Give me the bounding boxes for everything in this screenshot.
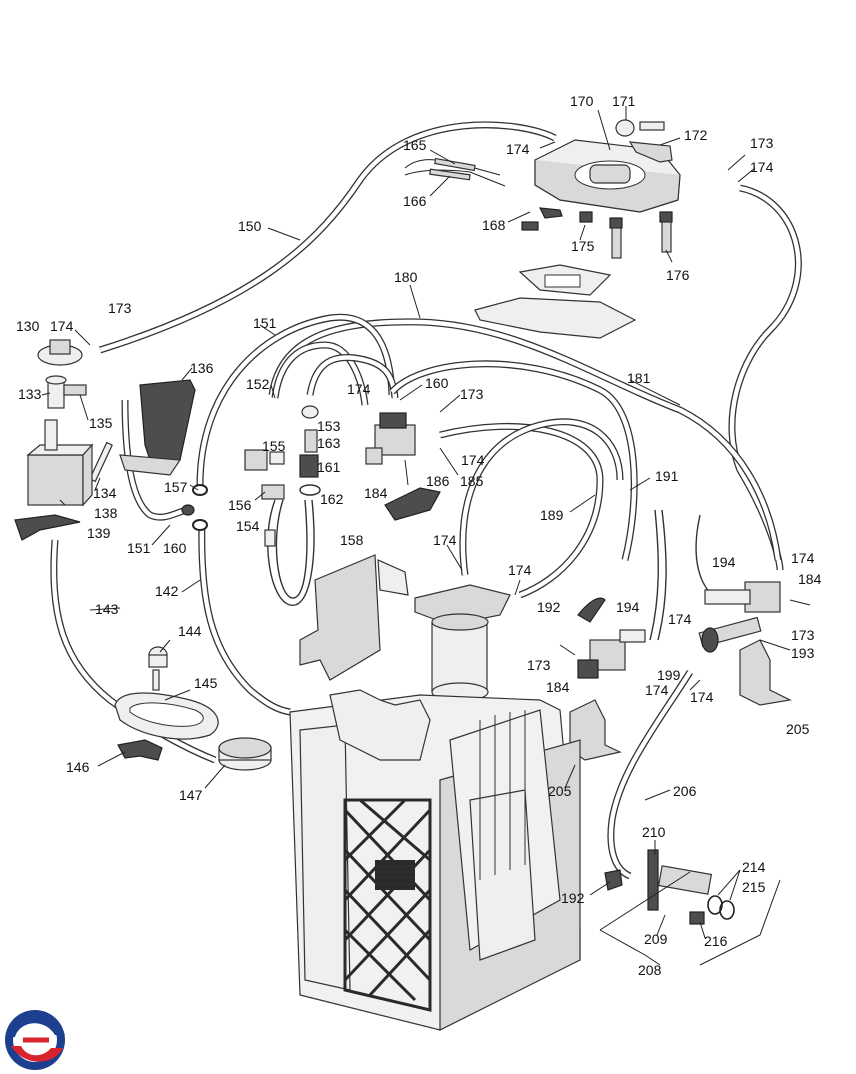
label-174: 174 <box>461 452 485 468</box>
label-174: 174 <box>506 141 530 157</box>
label-172: 172 <box>684 127 708 143</box>
label-135: 135 <box>89 415 113 431</box>
label-174: 174 <box>347 381 371 397</box>
label-158: 158 <box>340 532 364 548</box>
label-176: 176 <box>666 267 690 283</box>
label-208: 208 <box>638 962 662 978</box>
label-173: 173 <box>108 300 132 316</box>
label-166: 166 <box>403 193 427 209</box>
leader-lines <box>41 106 811 966</box>
label-185: 185 <box>460 473 484 489</box>
label-184: 184 <box>546 679 570 695</box>
label-209: 209 <box>644 931 668 947</box>
label-157: 157 <box>164 479 188 495</box>
label-180: 180 <box>394 269 418 285</box>
label-142: 142 <box>155 583 179 599</box>
label-174: 174 <box>690 689 714 705</box>
label-173: 173 <box>750 135 774 151</box>
label-214: 214 <box>742 859 766 875</box>
label-206: 206 <box>673 783 697 799</box>
label-173: 173 <box>527 657 551 673</box>
label-139: 139 <box>87 525 111 541</box>
label-216: 216 <box>704 933 728 949</box>
label-143: 143 <box>95 601 119 617</box>
label-130: 130 <box>16 318 40 334</box>
label-173: 173 <box>791 627 815 643</box>
label-192: 192 <box>561 890 585 906</box>
brand-logo <box>5 1010 65 1070</box>
parts <box>14 119 792 925</box>
label-160: 160 <box>163 540 187 556</box>
label-151: 151 <box>127 540 151 556</box>
label-186: 186 <box>426 473 450 489</box>
label-174: 174 <box>750 159 774 175</box>
label-184: 184 <box>798 571 822 587</box>
label-192: 192 <box>537 599 561 615</box>
heater-block-170 <box>534 139 681 213</box>
label-155: 155 <box>262 438 286 454</box>
label-136: 136 <box>190 360 214 376</box>
label-133: 133 <box>18 386 42 402</box>
label-161: 161 <box>317 459 341 475</box>
label-156: 156 <box>228 497 252 513</box>
label-174: 174 <box>668 611 692 627</box>
label-174: 174 <box>791 550 815 566</box>
label-154: 154 <box>236 518 260 534</box>
label-174: 174 <box>50 318 74 334</box>
label-193: 193 <box>791 645 815 661</box>
label-144: 144 <box>178 623 202 639</box>
label-134: 134 <box>93 485 117 501</box>
label-162: 162 <box>320 491 344 507</box>
label-189: 189 <box>540 507 564 523</box>
label-181: 181 <box>627 370 651 386</box>
label-152: 152 <box>246 376 270 392</box>
label-160: 160 <box>425 375 449 391</box>
label-150: 150 <box>238 218 262 234</box>
label-153: 153 <box>317 418 341 434</box>
label-205: 205 <box>548 783 572 799</box>
label-184: 184 <box>364 485 388 501</box>
label-215: 215 <box>742 879 766 895</box>
label-146: 146 <box>66 759 90 775</box>
label-168: 168 <box>482 217 506 233</box>
label-205: 205 <box>786 721 810 737</box>
label-174: 174 <box>433 532 457 548</box>
label-170: 170 <box>570 93 594 109</box>
label-165: 165 <box>403 137 427 153</box>
tubes <box>50 121 802 880</box>
label-191: 191 <box>655 468 679 484</box>
label-194: 194 <box>616 599 640 615</box>
main-frame <box>289 689 581 1031</box>
label-171: 171 <box>612 93 636 109</box>
label-175: 175 <box>571 238 595 254</box>
label-145: 145 <box>194 675 218 691</box>
label-147: 147 <box>179 787 203 803</box>
label-174: 174 <box>508 562 532 578</box>
label-173: 173 <box>460 386 484 402</box>
part-labels: 170 171 172 173 174 174 165 166 168 175 … <box>16 93 822 978</box>
label-174: 174 <box>645 682 669 698</box>
label-210: 210 <box>642 824 666 840</box>
label-138: 138 <box>94 505 118 521</box>
label-163: 163 <box>317 435 341 451</box>
label-194: 194 <box>712 554 736 570</box>
label-199: 199 <box>657 667 681 683</box>
label-151: 151 <box>253 315 277 331</box>
